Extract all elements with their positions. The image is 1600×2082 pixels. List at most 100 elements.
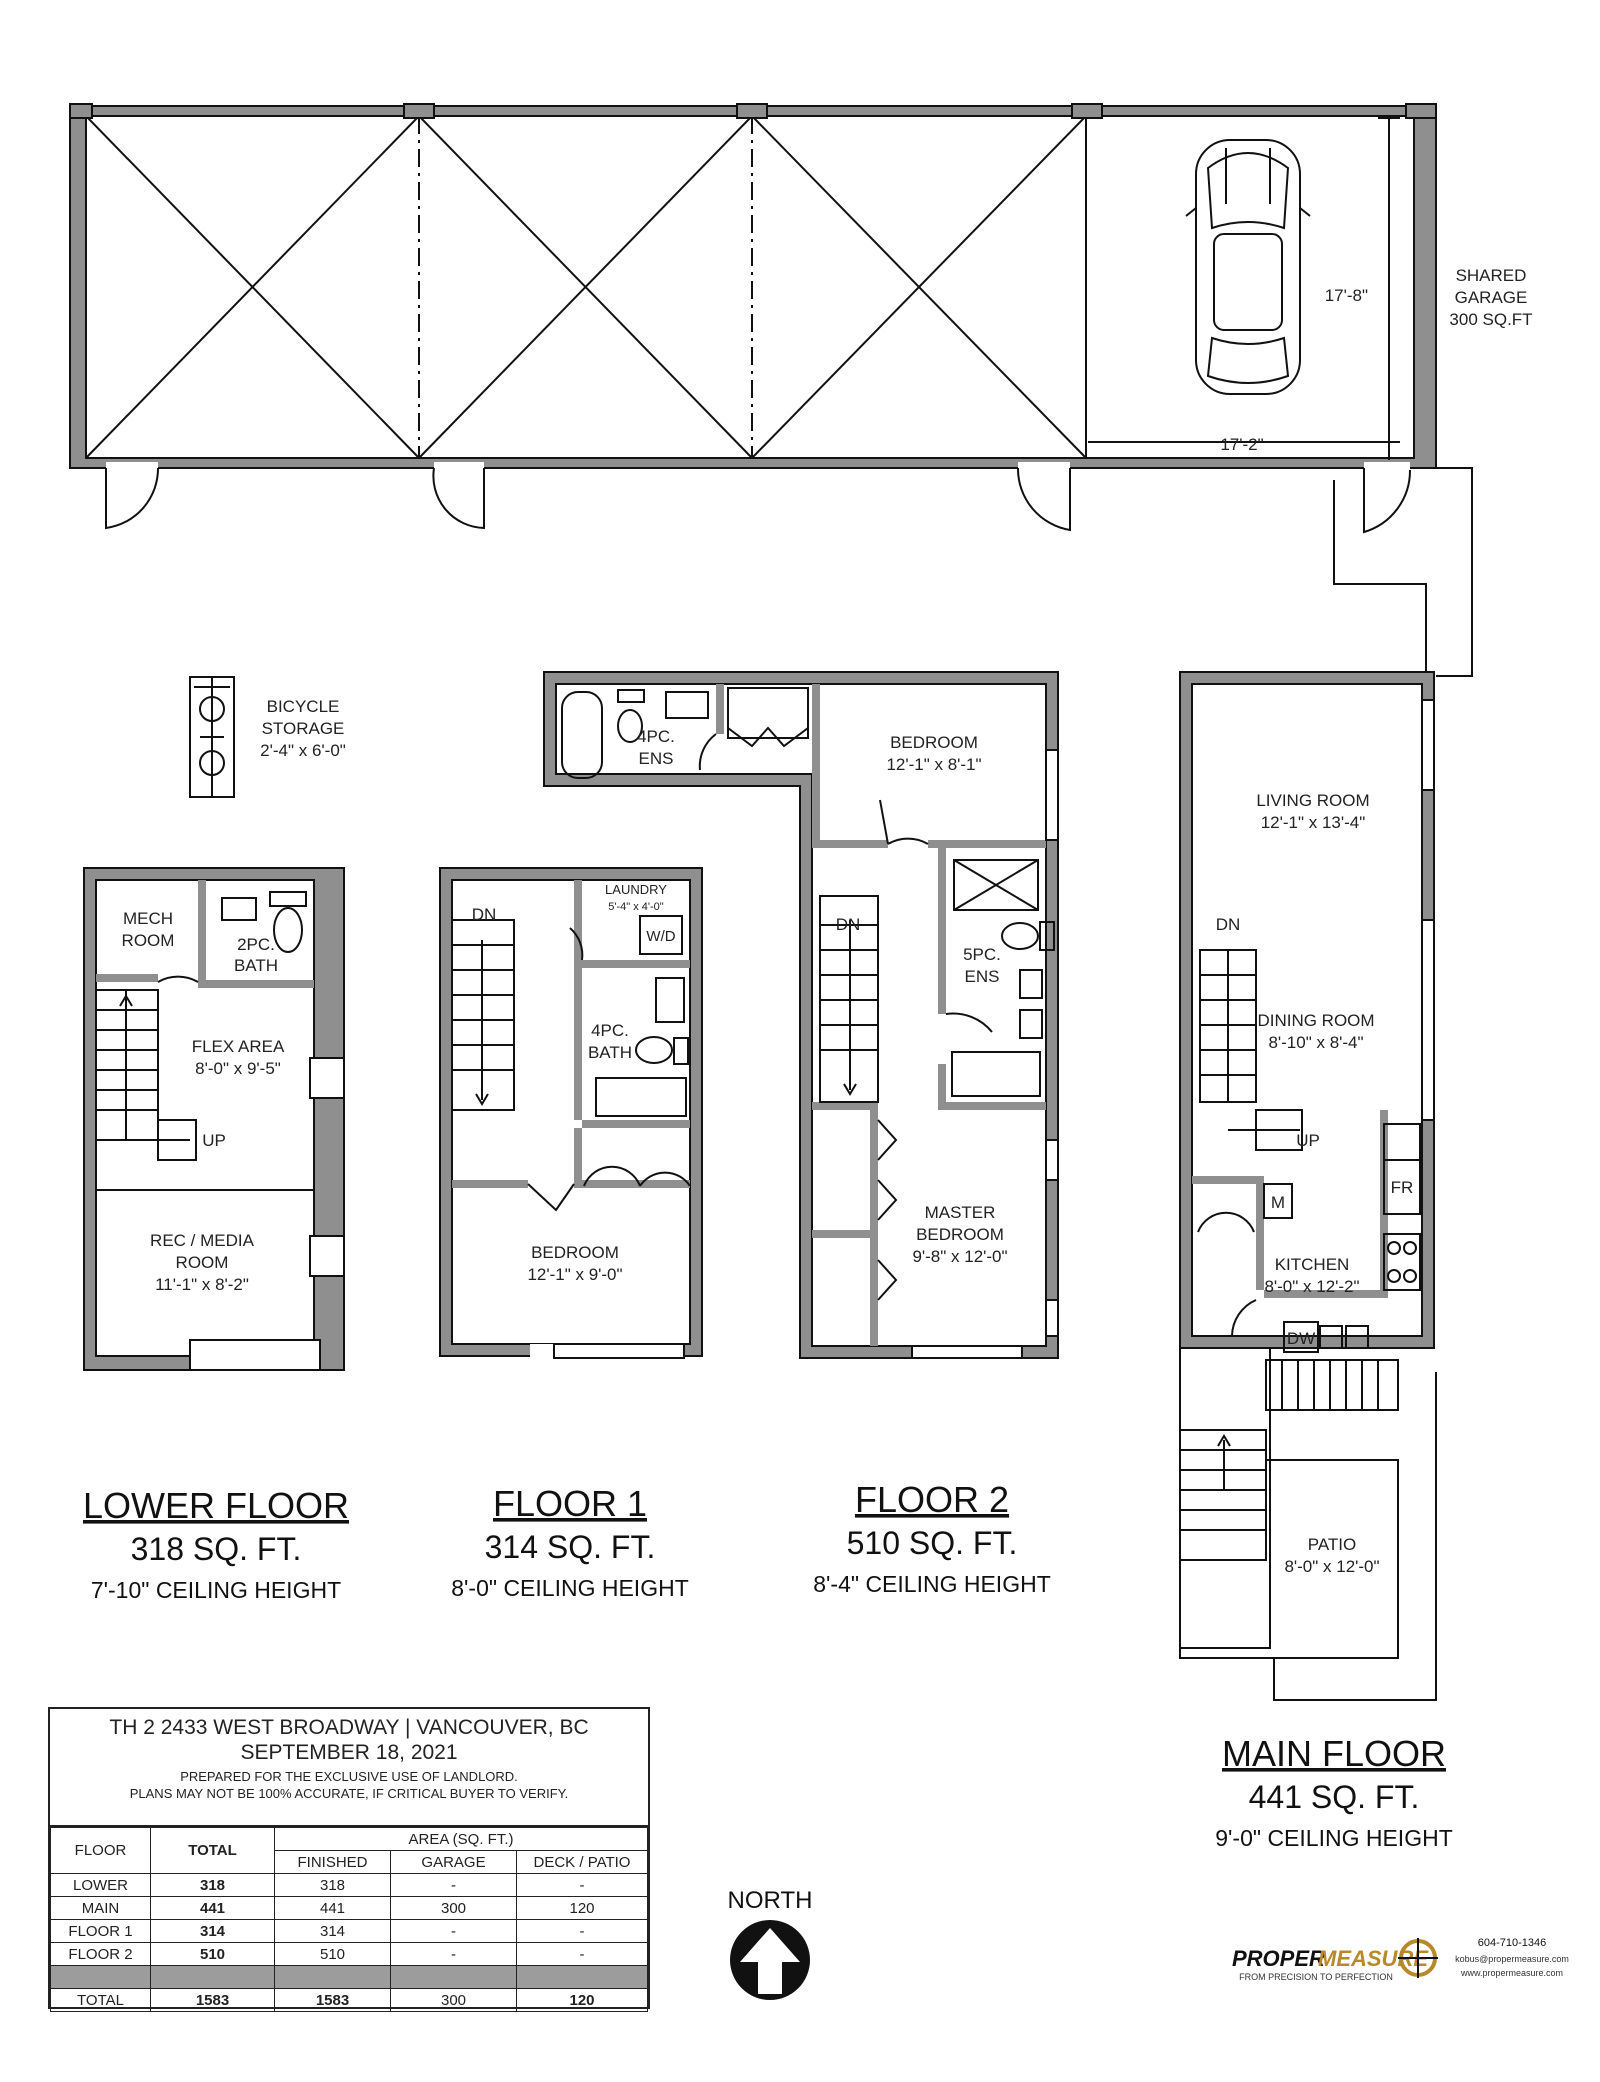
total-total: 1583 [150,1988,275,2012]
floor1-laundry-name: LAUNDRY [605,882,667,897]
main-kitchen-dims: 8'-0" x 12'-2" [1264,1277,1359,1296]
floor2-plan [543,671,1059,1359]
floor1-plan [439,867,703,1359]
main-up: UP [1296,1131,1320,1150]
row-total: 318 [150,1873,275,1897]
floor2-bed-dims: 12'-1" x 8'-1" [886,755,981,774]
table-spacer-row [50,1965,648,1989]
total-floor: TOTAL [50,1988,151,2012]
area-summary-table: TH 2 2433 WEST BROADWAY | VANCOUVER, BC … [48,1707,650,2012]
row-garage: - [390,1942,517,1966]
floor2-title: FLOOR 2 [855,1479,1009,1520]
lower-bath-1: 2PC. [237,935,275,954]
row-deck: 120 [516,1896,648,1920]
garage-label-2: GARAGE [1455,288,1528,307]
north-arrow-icon [730,1920,810,2000]
brand-email: kobus@propermeasure.com [1455,1954,1569,1964]
row-floor: FLOOR 2 [50,1942,151,1966]
floor1-bath-2: BATH [588,1043,632,1062]
main-dining-name: DINING ROOM [1257,1011,1374,1030]
lower-floor-title: LOWER FLOOR [83,1485,349,1526]
lower-floor-ceiling: 7'-10" CEILING HEIGHT [91,1577,341,1603]
lower-bath-2: BATH [234,956,278,975]
lower-mech-2: ROOM [122,931,175,950]
north-label: NORTH [728,1887,813,1914]
floor1-bed-name: BEDROOM [531,1243,619,1262]
table-head-row: FLOOR TOTAL AREA (SQ. FT.) [50,1827,648,1874]
lower-mech-1: MECH [123,909,173,928]
main-kitchen-name: KITCHEN [1275,1255,1350,1274]
lower-flex-dims: 8'-0" x 9'-5" [195,1059,281,1078]
main-floor-ceiling: 9'-0" CEILING HEIGHT [1215,1825,1453,1851]
row-total: 510 [150,1942,275,1966]
bicycle-label-3: 2'-4" x 6'-0" [260,741,346,760]
main-dw: DW [1287,1329,1315,1348]
row-finished: 314 [274,1919,391,1943]
main-dn: DN [1216,915,1241,934]
col-floor: FLOOR [50,1827,151,1874]
row-deck: - [516,1942,648,1966]
floor2-dn: DN [836,915,861,934]
total-deck: 120 [516,1988,648,2012]
col-area: AREA (SQ. FT.) [274,1827,648,1851]
floor1-title: FLOOR 1 [493,1483,647,1524]
garage-label-3: 300 SQ.FT [1449,310,1532,329]
garage-dim-vertical: 17'-8" [1325,286,1368,305]
floor2-ens5-2: ENS [965,967,1000,986]
row-floor: MAIN [50,1896,151,1920]
car-icon [1185,139,1311,395]
floor2-ens5-1: 5PC. [963,945,1001,964]
floor1-ceiling: 8'-0" CEILING HEIGHT [451,1575,689,1601]
main-floor-area: 441 SQ. FT. [1249,1779,1420,1815]
row-floor: LOWER [50,1873,151,1897]
main-m: M [1271,1193,1285,1212]
col-total: TOTAL [150,1827,275,1874]
table-row: LOWER 318 318 - - [50,1873,648,1897]
row-total: 314 [150,1919,275,1943]
floor2-master-2: BEDROOM [916,1225,1004,1244]
brand-logo: PROPER MEASURE FROM PRECISION TO PERFECT… [1232,1938,1438,1982]
brand-phone: 604-710-1346 [1478,1937,1547,1949]
main-floor-title: MAIN FLOOR [1222,1733,1446,1774]
floor2-ceiling: 8'-4" CEILING HEIGHT [813,1571,1051,1597]
lower-flex-name: FLEX AREA [192,1037,285,1056]
main-dining-dims: 8'-10" x 8'-4" [1268,1033,1363,1052]
lower-rec-1: REC / MEDIA [150,1231,255,1250]
summary-address: TH 2 2433 WEST BROADWAY | VANCOUVER, BC [109,1716,589,1739]
col-garage: GARAGE [390,1850,517,1874]
lower-floor-area: 318 SQ. FT. [131,1531,302,1567]
floor1-laundry-dims: 5'-4" x 4'-0" [608,901,664,913]
lower-rec-dims: 11'-1" x 8'-2" [155,1275,249,1294]
row-garage: - [390,1873,517,1897]
main-living-dims: 12'-1" x 13'-4" [1261,813,1366,832]
floor2-ens4-2: ENS [639,749,674,768]
garage-dim-horizontal: 17'-2" [1220,435,1263,454]
floor1-bed-dims: 12'-1" x 9'-0" [527,1265,622,1284]
table-total-row: TOTAL 1583 1583 300 120 [50,1988,648,2012]
floor1-dn: DN [472,905,497,924]
row-finished: 318 [274,1873,391,1897]
bicycle-label-2: STORAGE [262,719,345,738]
main-floor-plan [1179,671,1437,1701]
floor2-master-1: MASTER [925,1203,996,1222]
main-living-name: LIVING ROOM [1256,791,1369,810]
table-row: FLOOR 2 510 510 - - [50,1942,648,1966]
row-finished: 510 [274,1942,391,1966]
table-subhead-row: FINISHED GARAGE DECK / PATIO [51,1850,648,1874]
total-finished: 1583 [274,1988,391,2012]
summary-header: TH 2 2433 WEST BROADWAY | VANCOUVER, BC … [50,1709,648,1827]
floor1-wd: W/D [646,928,675,945]
main-patio-dims: 8'-0" x 12'-0" [1284,1557,1379,1576]
brand-web: www.propermeasure.com [1460,1968,1563,1978]
summary-date: SEPTEMBER 18, 2021 [240,1741,458,1764]
row-floor: FLOOR 1 [50,1919,151,1943]
brand-name-a: PROPER [1232,1946,1325,1971]
floor2-master-dims: 9'-8" x 12'-0" [912,1247,1007,1266]
row-total: 441 [150,1896,275,1920]
row-deck: - [516,1873,648,1897]
bicycle-label-1: BICYCLE [267,697,340,716]
bicycle-icon [189,676,235,798]
summary-grid: FLOOR TOTAL AREA (SQ. FT.) FINISHED GARA… [50,1827,648,2012]
row-deck: - [516,1919,648,1943]
